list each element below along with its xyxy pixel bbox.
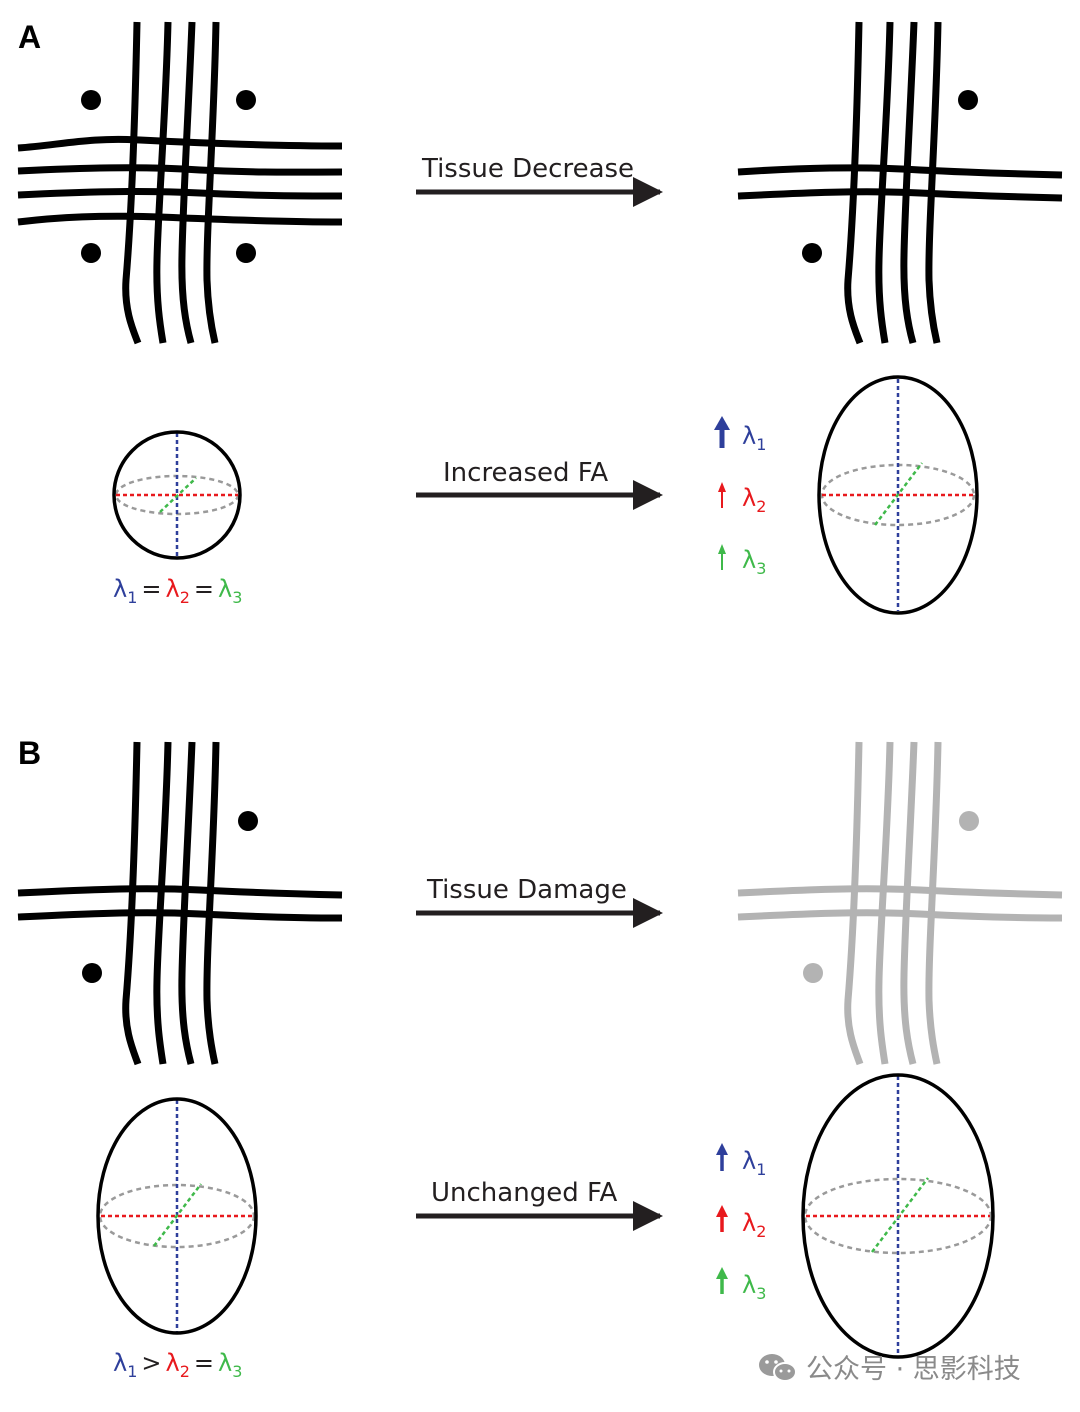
panel-a-before-fibers <box>17 21 343 345</box>
fiber-horizontal <box>17 885 343 899</box>
fiber-vertical <box>925 21 942 344</box>
fiber-vertical <box>900 741 918 1065</box>
fiber-vertical <box>875 21 894 344</box>
cell-dot <box>958 90 978 110</box>
eigen-change-lambda3: λ3 <box>716 1267 766 1303</box>
eigen-change-lambda1: λ1 <box>714 416 766 454</box>
fiber-vertical <box>178 741 196 1065</box>
cell-dot <box>802 243 822 263</box>
svg-text:λ3: λ3 <box>742 1271 766 1303</box>
fiber-vertical <box>844 741 864 1066</box>
panel-a-top-arrow-label: Tissue Decrease <box>421 154 634 184</box>
panel-a-eigen-relation: λ1=λ2=λ3 <box>113 575 242 607</box>
eigen-change-lambda2: λ2 <box>718 482 766 516</box>
svg-text:λ2: λ2 <box>742 1209 766 1241</box>
svg-text:λ1: λ1 <box>742 1147 766 1179</box>
panel-b-before-tensor <box>96 1097 258 1335</box>
watermark-text: 公众号 · 思影科技 <box>806 1354 1021 1385</box>
fiber-horizontal <box>17 188 343 200</box>
panel-b-bottom-arrow-label: Unchanged FA <box>431 1178 618 1208</box>
eigen-change-lambda3: λ3 <box>718 544 766 578</box>
cell-dot <box>959 811 979 831</box>
fiber-vertical <box>925 741 942 1065</box>
fiber-vertical <box>153 741 172 1065</box>
cell-dot <box>236 90 256 110</box>
panel-a-letter: A <box>18 19 41 55</box>
axis-lambda3 <box>159 477 197 513</box>
fiber-vertical <box>203 21 220 344</box>
svg-text:λ2: λ2 <box>742 484 766 516</box>
panel-b-letter: B <box>18 735 41 771</box>
svg-text:λ1: λ1 <box>742 422 766 454</box>
panel-a-after-cells <box>802 90 978 263</box>
panel-b-before-cells <box>82 811 258 983</box>
fiber-vertical <box>900 21 918 344</box>
fiber-horizontal <box>737 909 1063 922</box>
fiber-vertical <box>122 21 142 345</box>
eigen-change-lambda2: λ2 <box>716 1205 766 1241</box>
panel-a: A Tissue Decrease <box>17 19 1063 615</box>
panel-a-eigen-changes: λ1 λ2 λ3 <box>714 416 766 578</box>
fiber-horizontal <box>737 164 1063 179</box>
cell-dot <box>82 963 102 983</box>
fiber-horizontal <box>737 885 1063 899</box>
cell-dot <box>803 963 823 983</box>
panel-b-top-arrow-label: Tissue Damage <box>426 875 627 905</box>
panel-a-after-tensor <box>817 375 979 615</box>
eigen-change-lambda1: λ1 <box>716 1143 766 1179</box>
fiber-horizontal <box>737 188 1063 202</box>
fiber-horizontal <box>17 212 343 226</box>
fiber-horizontal <box>17 909 343 922</box>
fiber-vertical <box>875 741 894 1065</box>
panel-b-before-fibers <box>17 741 343 1066</box>
fiber-horizontal <box>17 164 343 176</box>
panel-b-after-tensor <box>801 1073 995 1359</box>
fiber-vertical <box>122 741 142 1066</box>
panel-a-before-tensor <box>112 430 242 560</box>
axis-lambda3 <box>871 1177 929 1253</box>
up-arrow-icon <box>718 544 726 554</box>
panel-a-bottom-arrow-label: Increased FA <box>443 458 608 488</box>
watermark: 公众号 · 思影科技 <box>759 1354 1021 1385</box>
up-arrow-icon <box>718 482 726 492</box>
panel-b-eigen-relation: λ1>λ2=λ3 <box>113 1349 242 1381</box>
up-arrow-icon <box>716 1143 728 1155</box>
fiber-vertical <box>203 741 220 1065</box>
fiber-horizontal <box>17 135 343 152</box>
fiber-vertical <box>153 21 172 344</box>
cell-dot <box>236 243 256 263</box>
panel-b: B Tissue Damage <box>17 735 1063 1381</box>
axis-lambda3 <box>153 1183 202 1247</box>
panel-b-after-cells <box>803 811 979 983</box>
panel-a-before-cells <box>81 90 256 263</box>
up-arrow-icon <box>716 1267 728 1279</box>
wechat-icon <box>759 1354 797 1382</box>
cell-dot <box>81 90 101 110</box>
panel-b-eigen-changes: λ1 λ2 λ3 <box>716 1143 766 1303</box>
up-arrow-icon <box>716 1205 728 1217</box>
svg-text:λ3: λ3 <box>742 546 766 578</box>
panel-a-after-fibers <box>737 21 1063 345</box>
fiber-vertical <box>178 21 196 344</box>
panel-b-after-fibers <box>737 741 1063 1066</box>
cell-dot <box>81 243 101 263</box>
fiber-vertical <box>844 21 864 345</box>
up-arrow-icon <box>714 416 730 430</box>
axis-lambda3 <box>874 462 923 526</box>
cell-dot <box>238 811 258 831</box>
